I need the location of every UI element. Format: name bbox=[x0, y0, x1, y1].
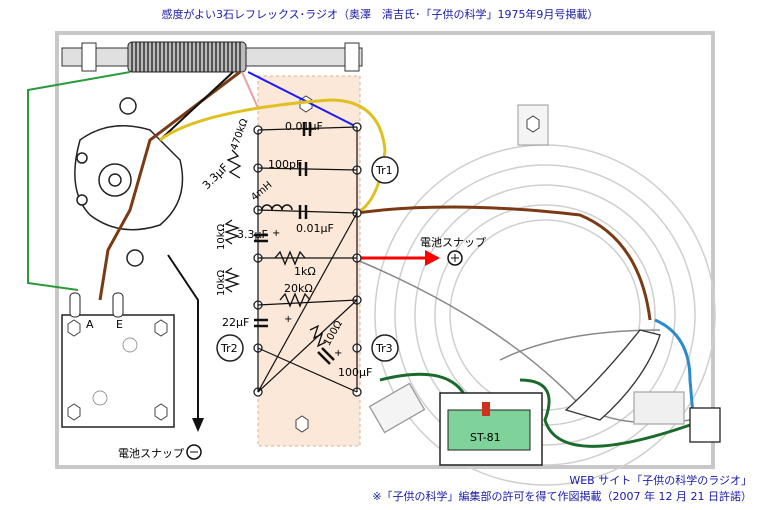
capacitor-symbols bbox=[254, 122, 335, 365]
mu-f-unit-3: μF bbox=[320, 222, 334, 235]
component-leads bbox=[257, 126, 358, 393]
credit-permission: ※「子供の科学」編集部の許可を得て作図掲載（2007 年 12 月 21 日許諾… bbox=[372, 490, 752, 503]
battery-snap-minus-label: 電池スナップ bbox=[118, 447, 184, 460]
tuning-capacitor bbox=[74, 97, 184, 267]
battery-snap-plus-label: 電池スナップ bbox=[420, 236, 486, 249]
plus-sign-33uf: + bbox=[272, 228, 281, 239]
transistor-tr1 bbox=[371, 156, 399, 184]
res-10k-bottom-label: 10kΩ bbox=[216, 269, 227, 296]
page-title: 感度がよい3石レフレックス･ラジオ（奥澤 清吉氏･「子供の科学」1975年9月号… bbox=[161, 8, 599, 21]
speaker-terminal-board bbox=[61, 292, 175, 428]
mu-f-unit-4: μF bbox=[254, 228, 268, 241]
res-1k-label: 1kΩ bbox=[294, 265, 316, 278]
res-10k-top-label: 10kΩ bbox=[216, 223, 227, 250]
transformer-label: ST-81 bbox=[470, 431, 501, 444]
mu-f-unit-6: μF bbox=[359, 366, 373, 379]
tr2-label: Tr2 bbox=[221, 342, 238, 355]
transistor-tr3 bbox=[371, 334, 399, 362]
mu-f-unit: μF bbox=[309, 120, 323, 133]
mu-f-unit-5: μF bbox=[236, 316, 250, 329]
cap-33uf-label: 3.3 bbox=[237, 228, 255, 241]
speaker-grille bbox=[374, 144, 716, 486]
bracket-screw bbox=[526, 115, 540, 133]
ferrite-antenna bbox=[61, 41, 363, 73]
cap-22uf-label: 22 bbox=[222, 316, 236, 329]
tr3-label: Tr3 bbox=[376, 342, 393, 355]
speaker-bracket bbox=[368, 329, 721, 443]
cap-001uf-mid-label: 0.01 bbox=[296, 222, 321, 235]
res-20k-label: 20kΩ bbox=[284, 282, 313, 295]
output-transformer bbox=[439, 392, 543, 466]
chassis-outline bbox=[55, 31, 715, 469]
plus-sign-22uf: + bbox=[284, 314, 293, 325]
cap-001uf-top-label: 0.01 bbox=[285, 120, 310, 133]
resistor-symbols bbox=[223, 149, 327, 348]
speaker-terminal-e-label: E bbox=[116, 318, 123, 331]
inductor-symbol bbox=[261, 204, 293, 211]
tr1-label: Tr1 bbox=[376, 164, 393, 177]
transistor-tr2 bbox=[216, 334, 244, 362]
plus-sign-100uf: + bbox=[334, 348, 343, 359]
component-board bbox=[257, 75, 361, 447]
cap-100uf-label: 100 bbox=[338, 366, 359, 379]
speaker-terminal-a-label: A bbox=[86, 318, 94, 331]
battery-minus-arrow bbox=[186, 418, 204, 460]
cap-100pf-label: 100pF bbox=[268, 158, 303, 171]
battery-plus-arrow bbox=[360, 250, 463, 266]
credit-website: WEB サイト「子供の科学のラジオ」 bbox=[569, 474, 752, 487]
